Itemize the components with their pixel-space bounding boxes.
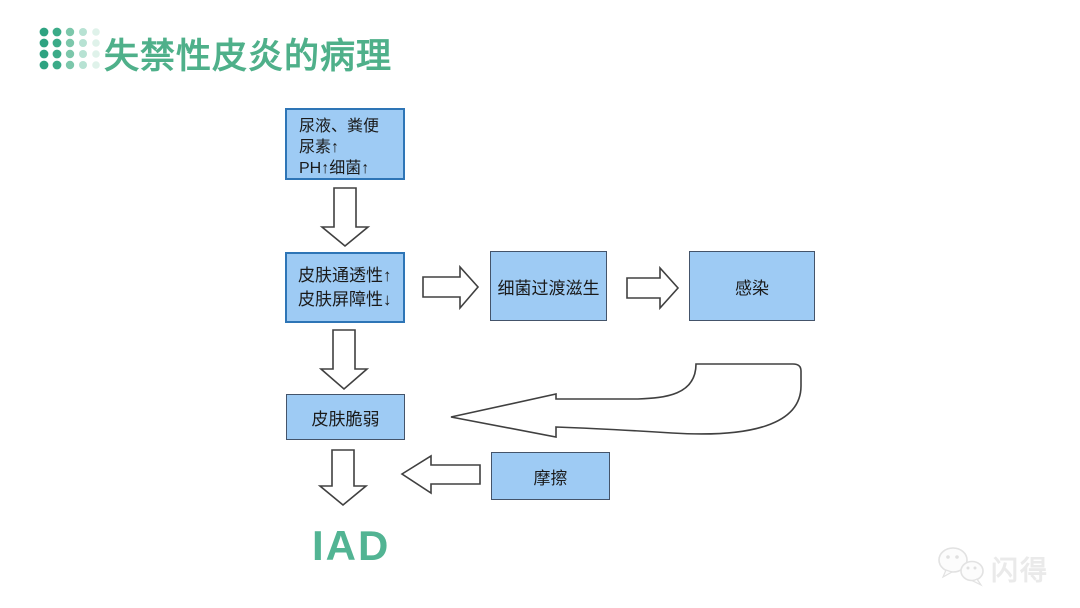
wechat-logo-icon — [938, 547, 984, 587]
left-arrow-friction-icon — [400, 454, 481, 495]
watermark-text: 闪得 — [991, 556, 1049, 586]
node-skin-line2: 皮肤屏障性↓ — [298, 289, 392, 309]
down-arrow-3-icon — [317, 449, 369, 507]
node-source: 尿液、粪便 尿素↑ PH↑细菌↑ — [285, 108, 405, 180]
down-arrow-1-icon — [319, 187, 371, 248]
right-arrow-2-icon — [626, 265, 680, 311]
node-source-line1: 尿液、粪便 — [299, 118, 380, 135]
right-arrow-1-icon — [422, 264, 480, 311]
node-fragile-label: 皮肤脆弱 — [311, 409, 380, 429]
node-bacteria-label: 细菌过渡滋生 — [497, 278, 600, 298]
result-iad-label: IAD — [312, 522, 391, 569]
bent-arrow-feedback-icon — [450, 363, 802, 438]
node-skin-line1: 皮肤通透性↑ — [298, 265, 392, 285]
down-arrow-2-icon — [318, 329, 370, 391]
node-skin-permeability: 皮肤通透性↑ 皮肤屏障性↓ — [285, 252, 405, 323]
node-bacteria-overgrowth: 细菌过渡滋生 — [490, 251, 607, 321]
node-source-line2: 尿素↑ — [299, 139, 340, 156]
node-friction-label: 摩擦 — [533, 468, 568, 488]
node-friction: 摩擦 — [491, 452, 610, 500]
node-infection-label: 感染 — [735, 278, 769, 298]
page-title: 失禁性皮炎的病理 — [104, 37, 393, 76]
node-fragile-skin: 皮肤脆弱 — [286, 394, 405, 440]
node-infection: 感染 — [689, 251, 815, 321]
node-source-line3: PH↑细菌↑ — [299, 160, 370, 177]
dots-grid-icon — [39, 27, 100, 70]
watermark: 闪得 — [936, 546, 1066, 592]
